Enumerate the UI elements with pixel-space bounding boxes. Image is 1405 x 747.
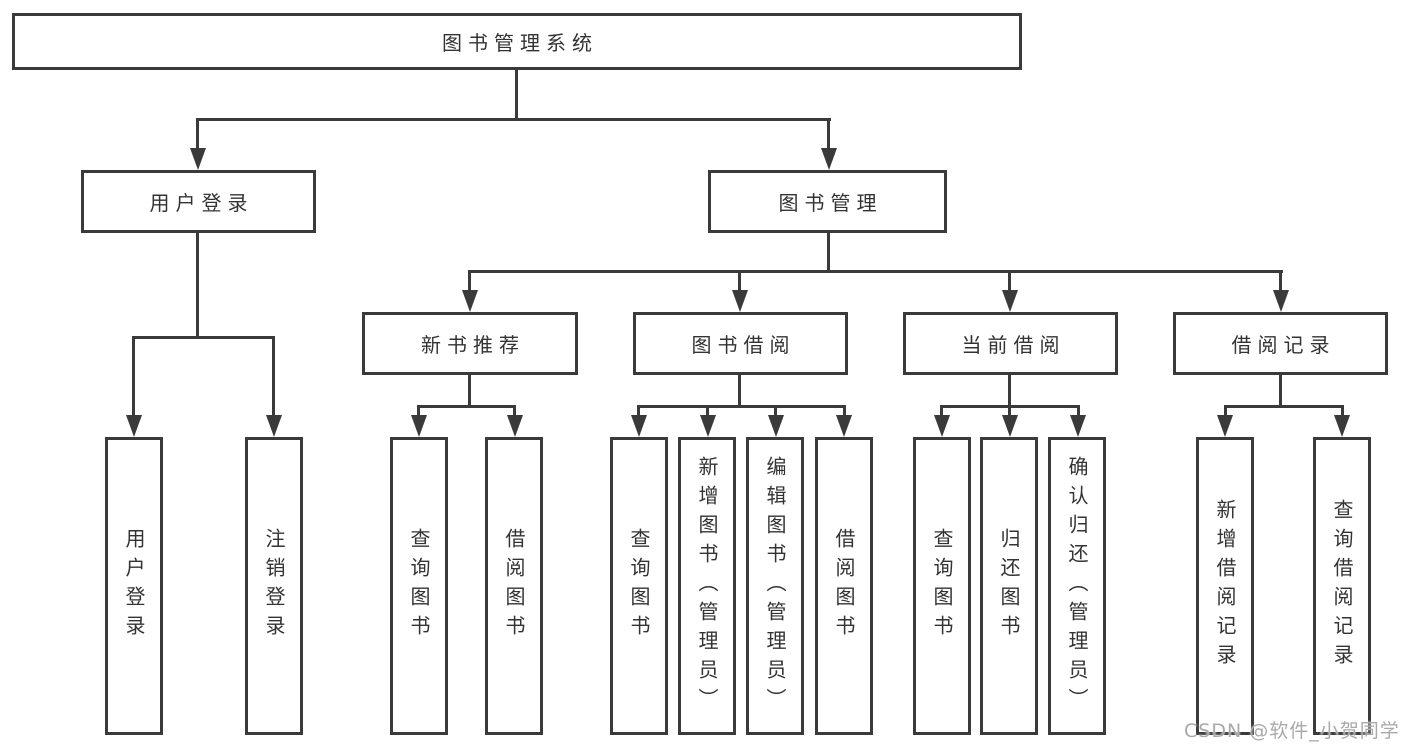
connector-line: [637, 405, 640, 417]
leaf-confirm-return-admin: 确认归还（管理员）: [1048, 437, 1106, 735]
leaf-label: 编辑图书（管理员）: [763, 455, 787, 717]
connector-line: [827, 232, 830, 270]
connector-line: [706, 405, 709, 417]
leaf-logout-login: 注销登录: [245, 437, 303, 735]
leaf-edit-books-admin: 编辑图书（管理员）: [746, 437, 804, 735]
arrow-down-icon: [190, 148, 206, 170]
node-label: 图书借阅: [691, 333, 796, 357]
leaf-label: 查询图书: [407, 528, 431, 644]
leaf-label: 新增借阅记录: [1213, 499, 1237, 673]
arrow-down-icon: [1273, 290, 1289, 312]
connector-line: [132, 336, 135, 416]
node-current-borrow: 当前借阅: [903, 312, 1118, 375]
leaf-label: 新增图书（管理员）: [695, 455, 719, 717]
arrow-down-icon: [1070, 415, 1086, 437]
connector-line: [468, 375, 471, 405]
arrow-down-icon: [1002, 415, 1018, 437]
leaf-borrow-books: 借阅图书: [815, 437, 873, 735]
node-book-borrow: 图书借阅: [633, 312, 848, 375]
arrow-down-icon: [507, 415, 523, 437]
node-label: 当前借阅: [961, 333, 1066, 357]
csdn-watermark: CSDN @软件_小贺同学: [1184, 720, 1400, 742]
node-new-book-recommend: 新书推荐: [362, 312, 578, 375]
node-label: 借阅记录: [1231, 333, 1336, 357]
connector-line: [1008, 375, 1011, 405]
connector-line: [196, 118, 199, 150]
arrow-down-icon: [1334, 415, 1350, 437]
connector-line: [1077, 405, 1080, 417]
leaf-label: 确认归还（管理员）: [1065, 455, 1089, 717]
arrow-down-icon: [768, 415, 784, 437]
connector-line: [513, 405, 516, 417]
connector-line: [738, 375, 741, 405]
arrow-down-icon: [462, 290, 478, 312]
leaf-label: 借阅图书: [832, 528, 856, 644]
connector-line: [1279, 375, 1282, 405]
arrow-down-icon: [411, 415, 427, 437]
arrow-down-icon: [266, 415, 282, 437]
connector-line: [1224, 405, 1227, 417]
connector-line: [1224, 405, 1344, 408]
connector-line: [417, 405, 420, 417]
connector-line: [196, 232, 199, 336]
connector-line: [1341, 405, 1344, 417]
leaf-query-books-recommend: 查询图书: [390, 437, 448, 735]
connector-line: [1279, 270, 1282, 292]
connector-line: [637, 405, 846, 408]
connector-line: [272, 336, 275, 416]
leaf-label: 借阅图书: [502, 528, 526, 644]
node-label: 用户登录: [149, 191, 254, 215]
node-borrow-records: 借阅记录: [1173, 312, 1388, 375]
leaf-add-borrow-record: 新增借阅记录: [1196, 437, 1254, 735]
node-root-system: 图书管理系统: [12, 13, 1022, 70]
leaf-return-books: 归还图书: [980, 437, 1038, 735]
arrow-down-icon: [1002, 290, 1018, 312]
connector-line: [417, 405, 516, 408]
leaf-label: 用户登录: [122, 528, 146, 644]
node-user-login: 用户登录: [81, 170, 316, 233]
connector-line: [774, 405, 777, 417]
connector-line: [738, 270, 741, 292]
connector-line: [827, 118, 830, 150]
connector-line: [843, 405, 846, 417]
connector-line: [196, 118, 831, 121]
leaf-user-login: 用户登录: [105, 437, 163, 735]
arrow-down-icon: [1217, 415, 1233, 437]
leaf-label: 查询图书: [627, 528, 651, 644]
leaf-query-borrow-record: 查询借阅记录: [1313, 437, 1371, 735]
node-label: 新书推荐: [421, 333, 525, 357]
arrow-down-icon: [836, 415, 852, 437]
connector-line: [1008, 270, 1011, 292]
connector-line: [515, 69, 518, 119]
leaf-label: 查询借阅记录: [1330, 499, 1354, 673]
node-label: 图书管理系统: [442, 31, 598, 55]
leaf-query-books-current: 查询图书: [913, 437, 971, 735]
leaf-borrow-books-recommend: 借阅图书: [485, 437, 543, 735]
node-book-management: 图书管理: [708, 170, 947, 233]
leaf-query-books-borrow: 查询图书: [610, 437, 668, 735]
arrow-down-icon: [126, 415, 142, 437]
connector-line: [132, 336, 275, 339]
arrow-down-icon: [821, 148, 837, 170]
leaf-label: 注销登录: [262, 528, 286, 644]
leaf-add-books-admin: 新增图书（管理员）: [678, 437, 736, 735]
connector-line: [1008, 405, 1011, 417]
leaf-label: 归还图书: [997, 528, 1021, 644]
arrow-down-icon: [934, 415, 950, 437]
connector-line: [468, 270, 1283, 273]
arrow-down-icon: [700, 415, 716, 437]
connector-line: [940, 405, 943, 417]
connector-line: [468, 270, 471, 292]
node-label: 图书管理: [778, 191, 883, 215]
leaf-label: 查询图书: [930, 528, 954, 644]
arrow-down-icon: [631, 415, 647, 437]
arrow-down-icon: [732, 290, 748, 312]
